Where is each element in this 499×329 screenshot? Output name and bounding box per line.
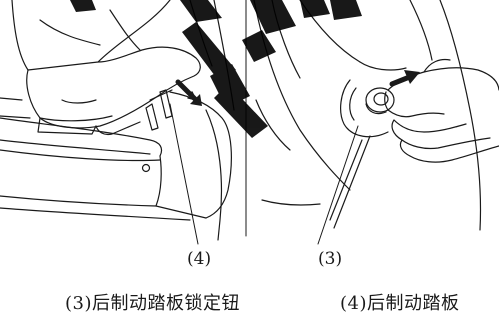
caption-brake-pedal: (4)后制动踏板: [340, 293, 460, 314]
caption-lock-knob: (3)后制动踏板锁定钮: [65, 293, 240, 314]
callout-label-4: (4): [187, 249, 212, 269]
left-panel-drawing: [0, 0, 235, 245]
callout-label-3: (3): [318, 249, 343, 269]
right-panel-drawing: [253, 0, 499, 245]
watermark: [70, 0, 362, 138]
